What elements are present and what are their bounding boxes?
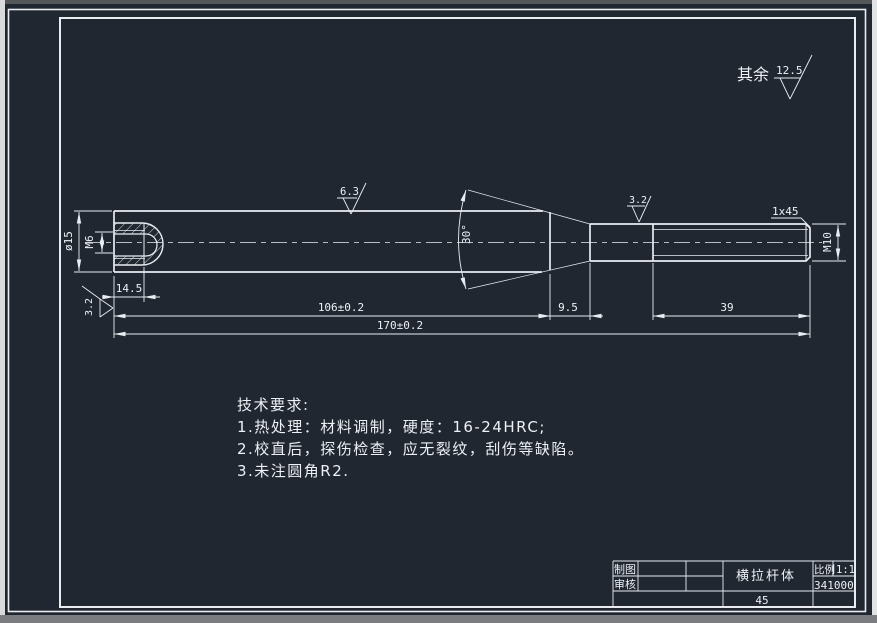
- window-edge-top: [0, 0, 877, 4]
- general-tolerance-label: 其余: [737, 65, 769, 84]
- window-edge-right: [872, 0, 877, 623]
- roughness-neck-value: 3.2: [629, 195, 647, 206]
- titleblock-scale-label: 比例: [814, 563, 835, 576]
- titleblock-drawing-code: 341000: [814, 579, 854, 592]
- tech-line-3: 3.未注圆角R2.: [237, 462, 350, 480]
- tech-line-1: 1.热处理：材料调制，硬度：16-24HRC;: [237, 418, 546, 436]
- dim-total-length: 170±0.2: [377, 319, 423, 332]
- dim-body-length: 106±0.2: [318, 301, 364, 314]
- roughness-symbol-body: [337, 182, 367, 215]
- dim-thread-length: 39: [720, 301, 733, 314]
- roughness-left-end-value: 3.2: [84, 298, 95, 316]
- tech-title: 技术要求:: [237, 396, 310, 414]
- dimension-lines: [76, 189, 841, 337]
- window-edge-left: [0, 0, 5, 623]
- dim-chamfer: 1x45: [772, 205, 799, 218]
- dim-thread-right: M10: [821, 232, 834, 252]
- titleblock-part-name: 横拉杆体: [736, 569, 796, 584]
- title-block-grid: [612, 560, 855, 607]
- roughness-general-value: 12.5: [776, 64, 803, 77]
- dim-taper-length: 9.5: [558, 301, 578, 314]
- titleblock-drafter-label: 制图: [614, 563, 636, 576]
- sheet-border: [7, 8, 867, 613]
- thread-lines: [114, 189, 808, 290]
- shaft-profile: [113, 210, 811, 273]
- roughness-symbol-neck: [627, 195, 652, 223]
- roughness-symbol-left-end: [81, 285, 114, 318]
- window-edge-bottom: [0, 615, 877, 623]
- titleblock-checker-label: 审核: [614, 577, 636, 591]
- titleblock-scale-value: 1:1: [836, 564, 855, 576]
- title-block: 制图 审核 横拉杆体 比例 1:1 341000 45: [612, 560, 855, 607]
- chamfer-leader: [771, 217, 811, 228]
- roughness-symbol-general: [774, 54, 813, 100]
- dim-bore-depth: 14.5: [116, 282, 143, 295]
- extension-lines: [74, 210, 846, 338]
- titleblock-material: 45: [755, 594, 768, 607]
- roughness-body-value: 6.3: [340, 186, 359, 198]
- dim-diameter-left: ø15: [62, 231, 75, 251]
- tech-requirements: 技术要求: 1.热处理：材料调制，硬度：16-24HRC; 2.校直后，探伤检查…: [237, 396, 584, 480]
- dim-taper-angle: 30°: [460, 224, 473, 244]
- tech-line-2: 2.校直后，探伤检查，应无裂纹，刮伤等缺陷。: [237, 440, 584, 458]
- dim-thread-left: M6: [83, 235, 96, 248]
